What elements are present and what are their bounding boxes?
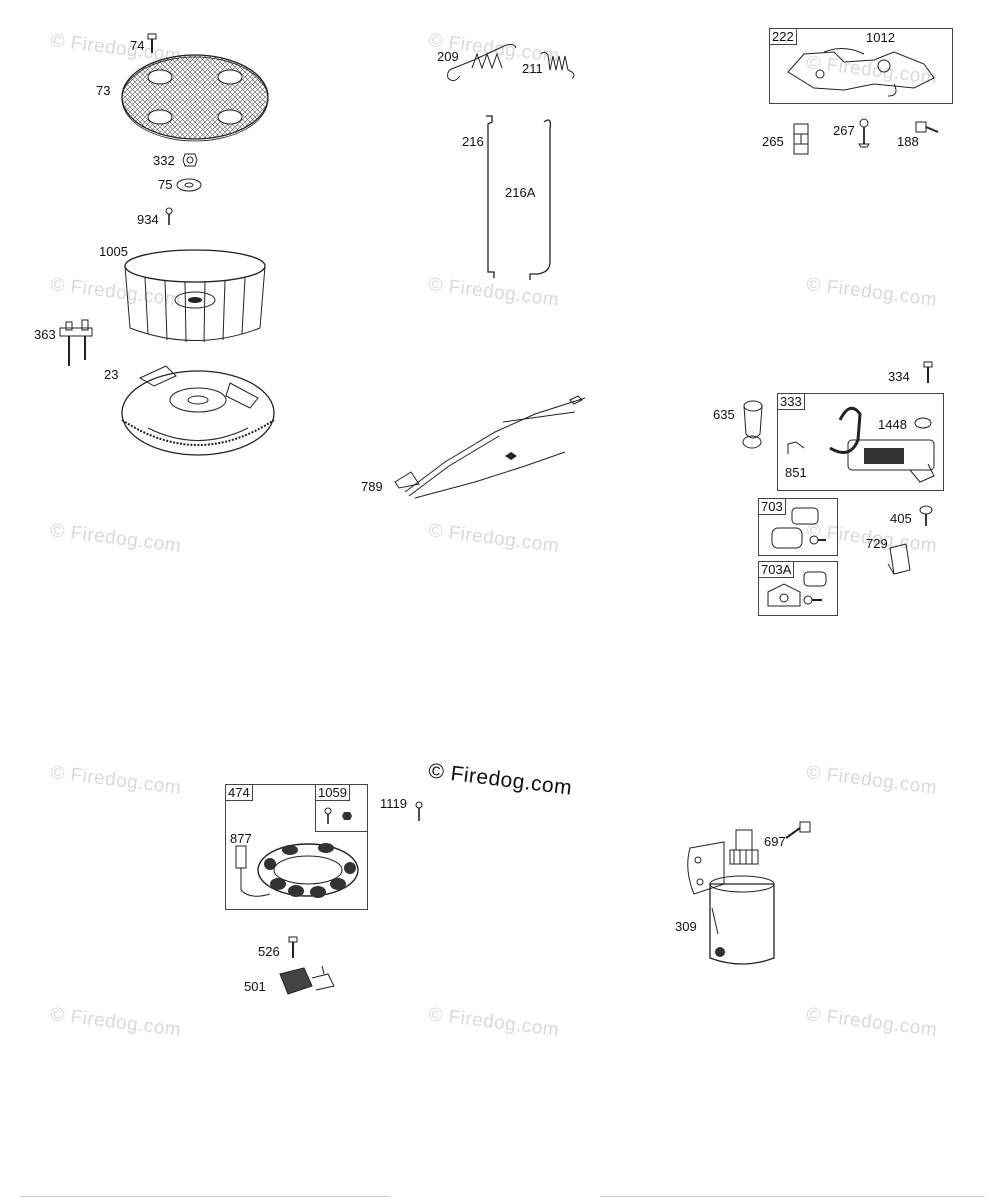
kit-box-label-474: 474 [226, 785, 253, 801]
part-label-1448: 1448 [878, 417, 907, 432]
bolt-188-icon [915, 121, 939, 133]
kit-box-333: 333 [777, 393, 944, 491]
part-label-23: 23 [104, 367, 119, 382]
part-label-1012: 1012 [866, 30, 895, 45]
part-label-526: 526 [258, 944, 280, 959]
kit-box-703: 703 [758, 498, 838, 556]
bolt-697-icon [785, 821, 811, 839]
part-label-74: 74 [130, 38, 145, 53]
part-label-1119: 1119 [380, 796, 407, 811]
kit-box-1059: 1059 [315, 784, 368, 832]
terminal-729-icon [887, 543, 911, 575]
watermark: © Firedog.com [427, 520, 561, 557]
watermark: © Firedog.com [427, 1004, 561, 1041]
watermark: © Firedog.com [49, 762, 183, 799]
watermark: © Firedog.com [805, 274, 939, 311]
screw-1119-icon [415, 801, 423, 821]
part-label-334: 334 [888, 369, 910, 384]
kit-box-label-703: 703 [759, 499, 786, 515]
part-label-501: 501 [244, 979, 266, 994]
part-label-73: 73 [96, 83, 111, 98]
link-216a-icon [529, 119, 552, 280]
part-label-188: 188 [897, 134, 919, 149]
gasket-703-icon [771, 507, 826, 549]
rectifier-501-icon [279, 965, 335, 995]
nut-332-icon [182, 153, 198, 167]
fan-1005-icon [124, 249, 266, 343]
bolt-334-icon [923, 361, 933, 383]
watermark: © Firedog.com [49, 1004, 183, 1041]
part-label-332: 332 [153, 153, 175, 168]
control-bracket-icon [787, 48, 935, 97]
kit-box-703a: 703A [758, 561, 838, 616]
screw-934-icon [165, 207, 173, 225]
kit-box-label-222: 222 [770, 29, 797, 45]
part-label-216a: 216A [505, 185, 536, 200]
part-label-363: 363 [34, 327, 56, 342]
part-label-789: 789 [361, 479, 383, 494]
part-label-75: 75 [158, 177, 173, 192]
center-watermark: © Firedog.com [427, 759, 574, 800]
clip-851-icon [787, 441, 805, 454]
washer-75-icon [176, 178, 202, 192]
flywheel-23-icon [121, 365, 275, 456]
harness-789-icon [394, 395, 586, 499]
kit-box-label-703a: 703A [759, 562, 795, 578]
part-label-267: 267 [833, 123, 855, 138]
part-label-697: 697 [764, 834, 786, 849]
part-label-265: 265 [762, 134, 784, 149]
spark-plug-boot-icon [742, 400, 763, 449]
kit-box-label-333: 333 [778, 394, 805, 410]
part-label-877: 877 [230, 831, 252, 846]
washer-1448-icon [914, 417, 932, 429]
watermark: © Firedog.com [49, 520, 183, 557]
part-label-211: 211 [522, 61, 543, 76]
spring-211-icon [540, 51, 575, 79]
kit-box-474: 474 [225, 784, 368, 910]
kit-box-label-1059: 1059 [316, 785, 350, 801]
watermark: © Firedog.com [805, 1004, 939, 1041]
watermark: © Firedog.com [805, 762, 939, 799]
bolt-74-icon [147, 33, 157, 53]
screw-and-nut-1059-icon [324, 807, 352, 824]
gasket-703a-icon [767, 571, 827, 607]
starter-motor-309-icon [687, 829, 775, 965]
ignition-coil-icon [829, 406, 935, 483]
part-label-729: 729 [866, 536, 888, 551]
kit-box-222: 222 [769, 28, 953, 104]
part-label-209: 209 [437, 49, 459, 64]
stator-877-icon [235, 843, 359, 898]
footer-line-right [600, 1196, 985, 1197]
link-216-icon [486, 115, 495, 278]
spring-209-icon [447, 43, 517, 82]
footer-line-left [20, 1196, 390, 1197]
clip-265-icon [793, 123, 809, 155]
screw-405-icon [919, 505, 933, 526]
bracket-363-icon [59, 319, 93, 366]
part-label-216: 216 [462, 134, 484, 149]
part-label-635: 635 [713, 407, 735, 422]
part-label-934: 934 [137, 212, 159, 227]
part-label-851: 851 [785, 465, 807, 480]
part-label-405: 405 [890, 511, 912, 526]
part-label-309: 309 [675, 919, 697, 934]
part-label-1005: 1005 [99, 244, 128, 259]
grass-screen-icon [121, 54, 269, 142]
screw-267-icon [858, 118, 870, 148]
screw-526-icon [288, 936, 298, 958]
